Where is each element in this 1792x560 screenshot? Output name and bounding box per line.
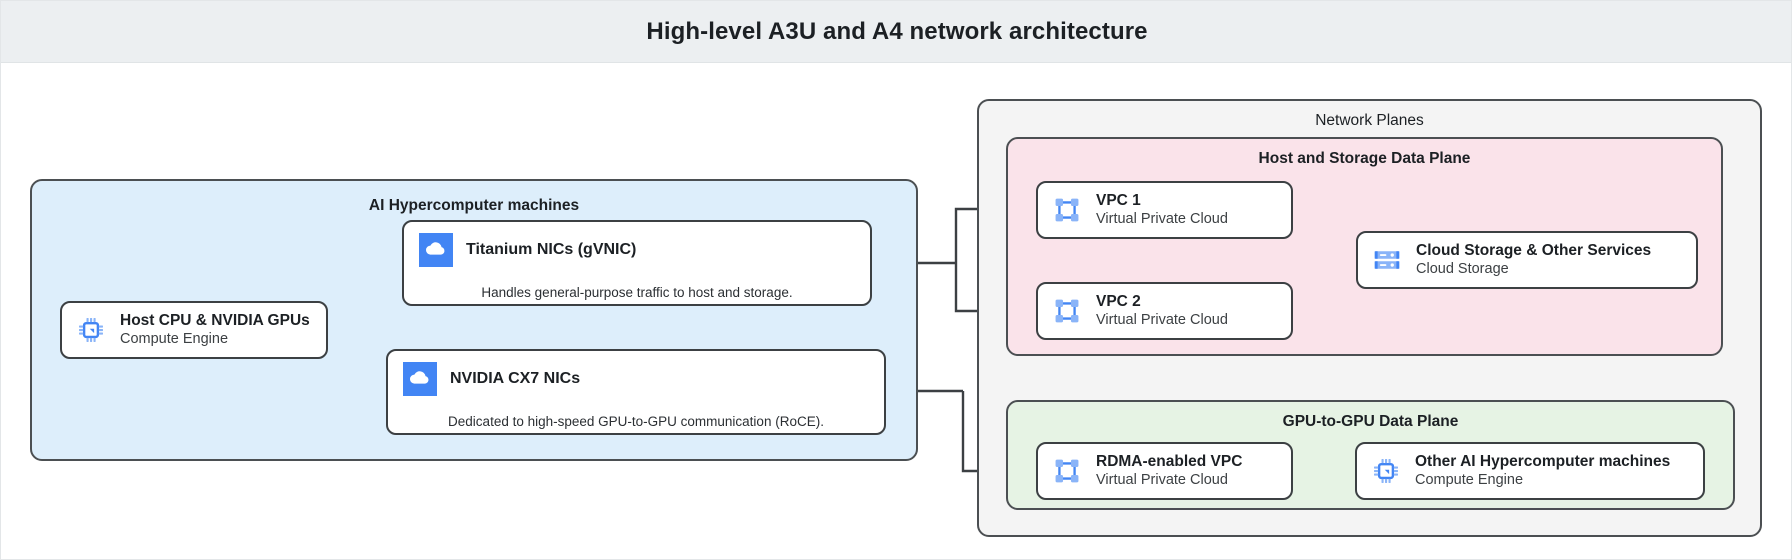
group-label-network-planes: Network Planes	[1315, 112, 1424, 129]
node-header: NVIDIA CX7 NICs	[402, 361, 870, 397]
cpu-chip-icon	[1369, 454, 1403, 488]
node-description: Dedicated to high-speed GPU-to-GPU commu…	[448, 414, 824, 429]
vpc-icon	[1050, 193, 1084, 227]
node-titanium-nics[interactable]: Titanium NICs (gVNIC) Handles general-pu…	[402, 220, 872, 306]
node-title: Host CPU & NVIDIA GPUs	[120, 311, 310, 329]
node-vpc-1[interactable]: VPC 1 Virtual Private Cloud	[1036, 181, 1293, 239]
vpc-icon	[1050, 454, 1084, 488]
node-title: RDMA-enabled VPC	[1096, 452, 1243, 470]
group-label-host-storage-data-plane: Host and Storage Data Plane	[1258, 150, 1471, 167]
node-subtitle: Compute Engine	[120, 331, 229, 348]
node-host-cpu-gpus[interactable]: Host CPU & NVIDIA GPUs Compute Engine	[60, 301, 328, 359]
node-subtitle: Virtual Private Cloud	[1096, 312, 1228, 329]
node-title: Cloud Storage & Other Services	[1416, 241, 1652, 259]
node-subtitle: Virtual Private Cloud	[1096, 472, 1228, 489]
node-title: VPC 1	[1096, 191, 1141, 209]
node-title: VPC 2	[1096, 292, 1141, 310]
node-other-ai-hypercomputer-machines[interactable]: Other AI Hypercomputer machines Compute …	[1355, 442, 1705, 500]
title-bar: High-level A3U and A4 network architectu…	[1, 1, 1791, 63]
cloud-icon	[418, 232, 454, 268]
node-rdma-vpc[interactable]: RDMA-enabled VPC Virtual Private Cloud	[1036, 442, 1293, 500]
node-header: Titanium NICs (gVNIC)	[418, 232, 856, 268]
cpu-chip-icon	[74, 313, 108, 347]
node-nvidia-cx7-nics[interactable]: NVIDIA CX7 NICs Dedicated to high-speed …	[386, 349, 886, 435]
cloud-icon	[402, 361, 438, 397]
node-description: Handles general-purpose traffic to host …	[481, 285, 793, 300]
node-title: Other AI Hypercomputer machines	[1415, 452, 1671, 470]
vpc-icon	[1050, 294, 1084, 328]
group-label-gpu-to-gpu-data-plane: GPU-to-GPU Data Plane	[1282, 413, 1459, 430]
node-cloud-storage[interactable]: Cloud Storage & Other Services Cloud Sto…	[1356, 231, 1698, 289]
node-vpc-2[interactable]: VPC 2 Virtual Private Cloud	[1036, 282, 1293, 340]
node-subtitle: Virtual Private Cloud	[1096, 211, 1228, 228]
storage-icon	[1370, 243, 1404, 277]
node-subtitle: Cloud Storage	[1416, 261, 1509, 278]
page-title: High-level A3U and A4 network architectu…	[646, 17, 1148, 45]
node-title: Titanium NICs (gVNIC)	[466, 241, 637, 258]
node-title: NVIDIA CX7 NICs	[450, 370, 581, 387]
group-label-ai-hypercomputer-machines: AI Hypercomputer machines	[368, 197, 580, 214]
node-subtitle: Compute Engine	[1415, 472, 1524, 489]
